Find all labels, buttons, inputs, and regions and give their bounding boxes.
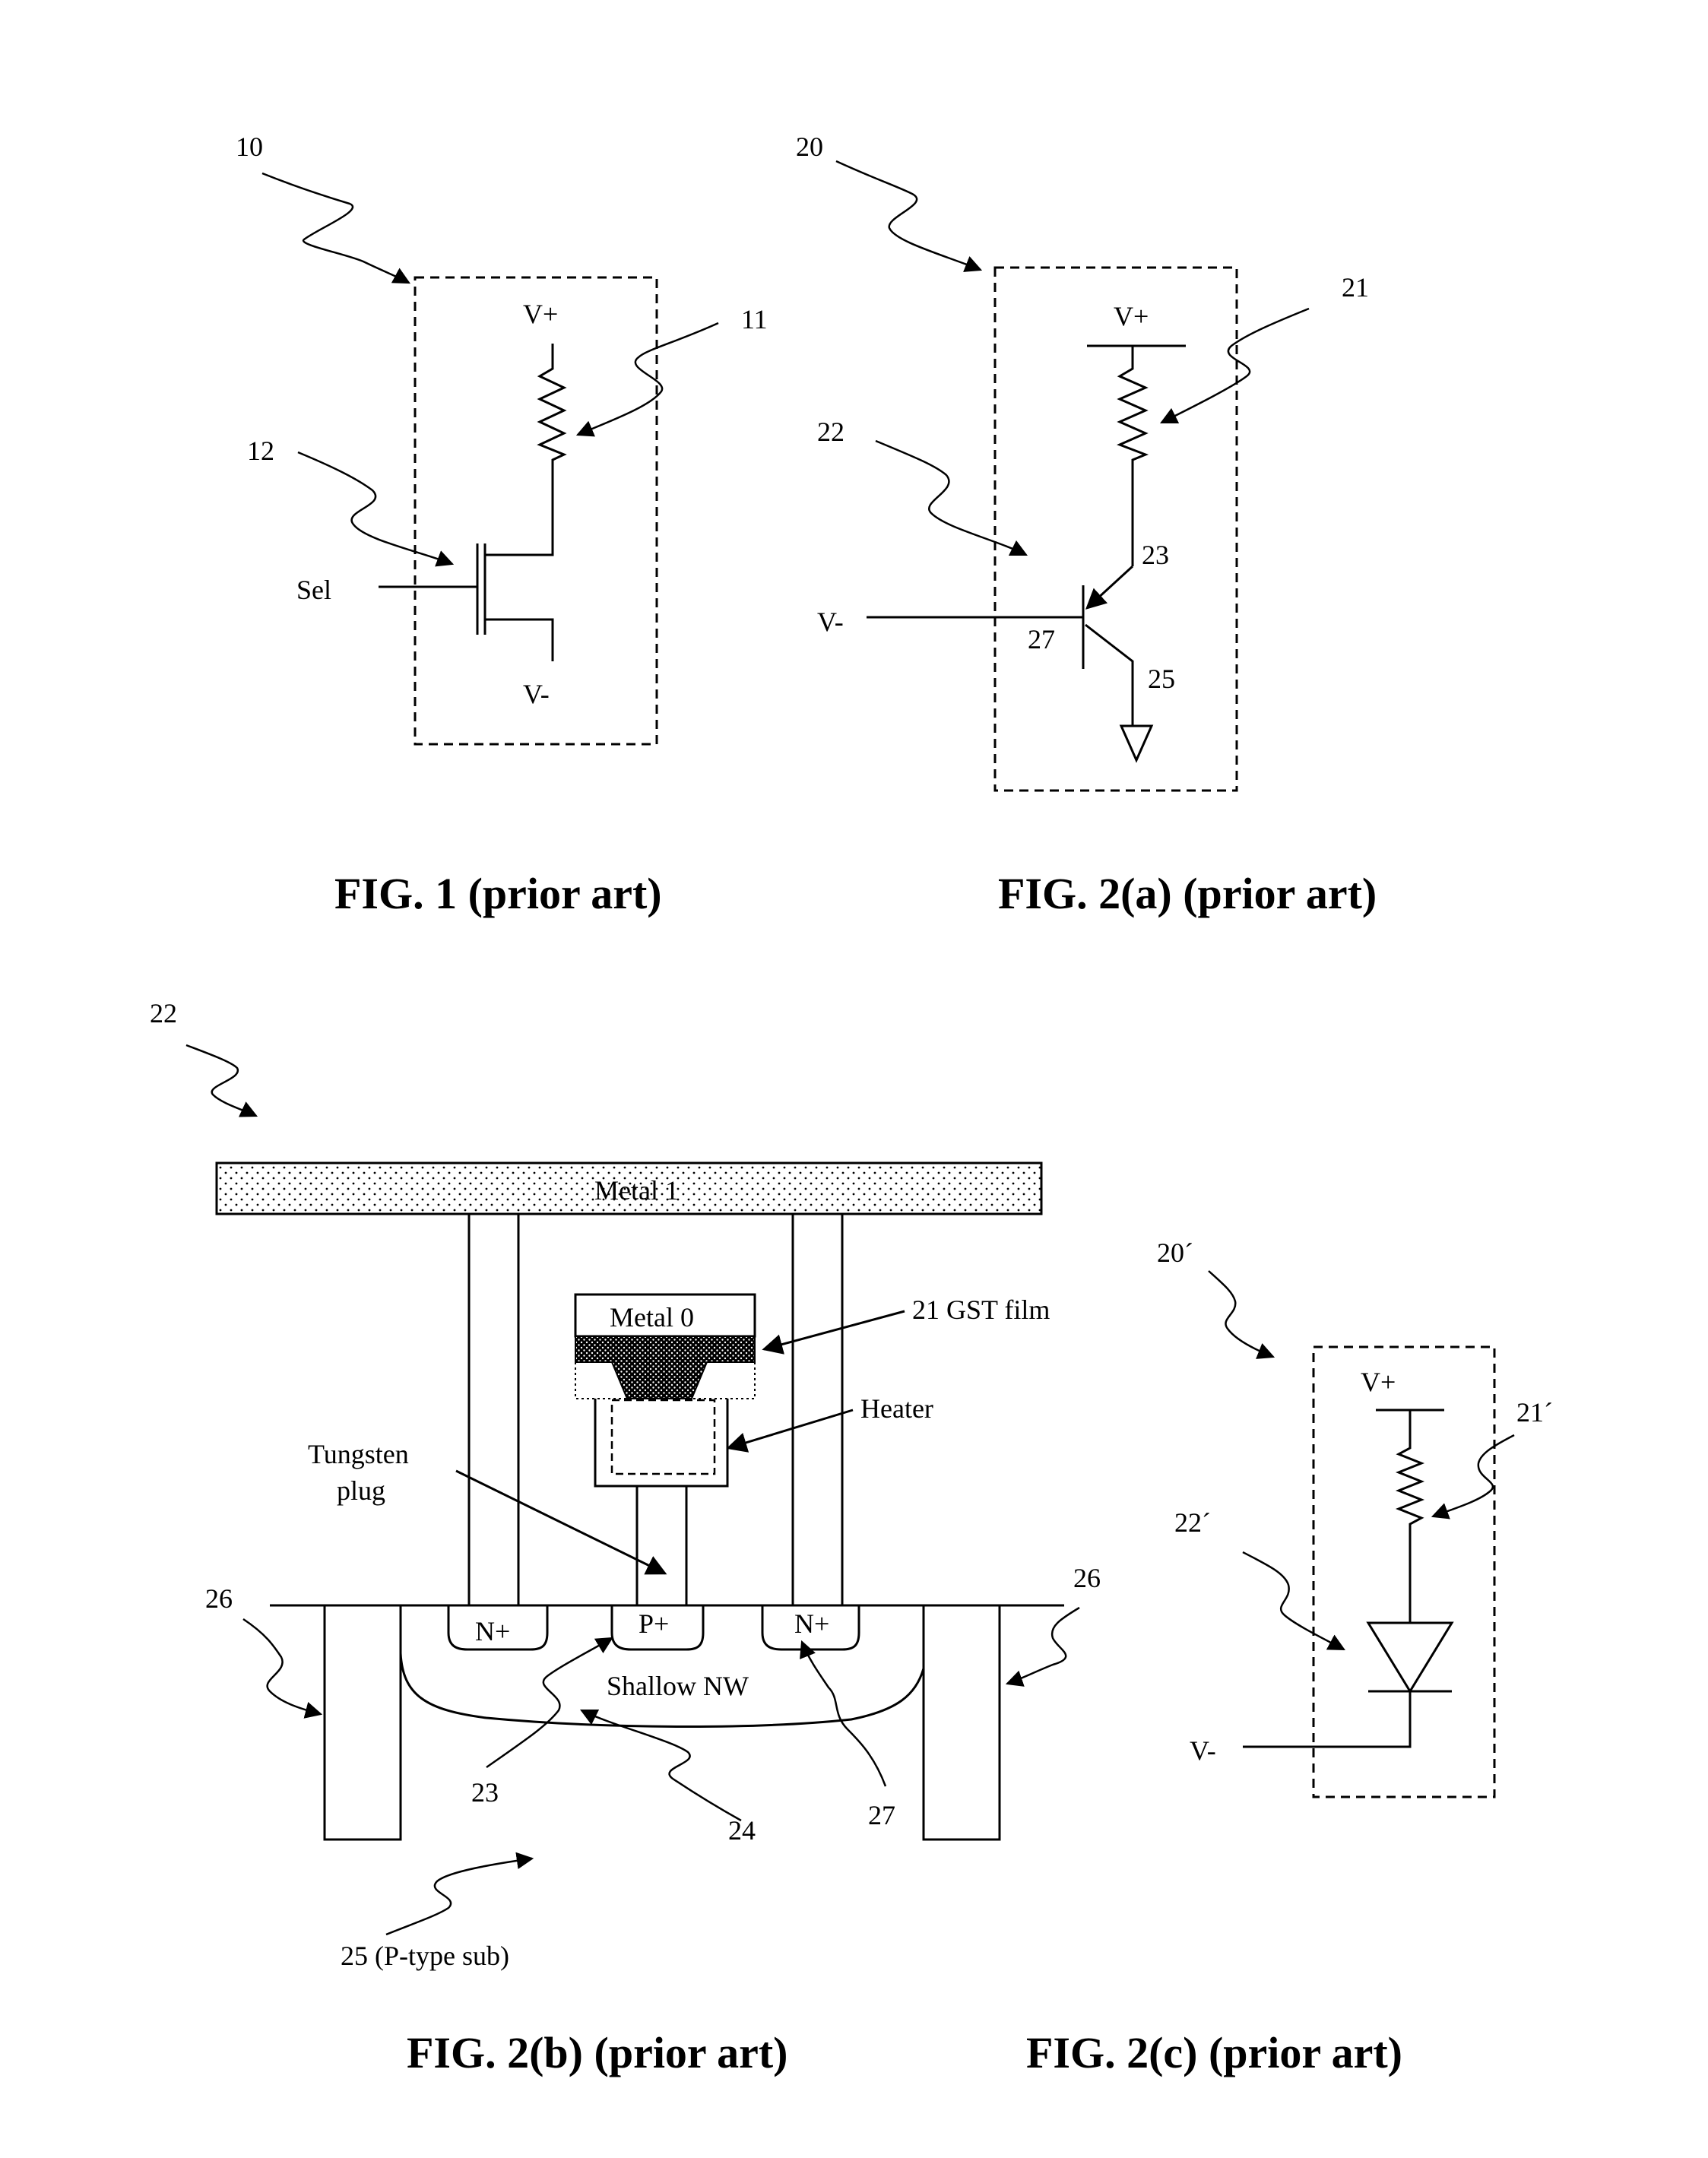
fig2c-ref-leader (1209, 1271, 1273, 1357)
sti-right-ref: 26 (1073, 1563, 1101, 1593)
fig2b-ref-leader (186, 1045, 256, 1116)
fig1-resistor-ref: 11 (741, 304, 768, 334)
fig2a-emitter-ref: 23 (1142, 540, 1169, 570)
fig2c-vminus-line (1243, 1691, 1410, 1747)
fig1-ref: 10 (236, 132, 263, 162)
heater-element (612, 1400, 715, 1474)
fig1-resistor-ref-leader (578, 323, 718, 435)
sti-right-leader (1007, 1608, 1079, 1684)
fig2c-diode-ref: 22´ (1174, 1507, 1211, 1538)
fig2a-ground-symbol (1121, 726, 1152, 760)
fig2a-collector-ref: 25 (1148, 664, 1175, 694)
fig2a-base-ref: 27 (1028, 624, 1055, 654)
gst-label: 21 GST film (912, 1294, 1050, 1325)
fig1-transistor-ref-leader (298, 452, 452, 564)
fig1-vminus: V- (523, 679, 550, 709)
gst-film (575, 1336, 755, 1399)
fig2c-cell-boundary (1313, 1347, 1494, 1797)
fig2a-bjt-ref: 22 (817, 417, 844, 447)
nplus-ref: 27 (868, 1800, 895, 1830)
fig2c-resistor (1399, 1410, 1421, 1623)
fig2b: 22 Metal 1 Metal 0 21 GST film Heater Tu… (150, 998, 1101, 2077)
substrate-leader (386, 1859, 532, 1935)
fig2a-ref-leader (836, 161, 981, 270)
well-label: Shallow NW (607, 1671, 749, 1701)
fig2c-resistor-ref: 21´ (1516, 1397, 1553, 1428)
left-contact (469, 1214, 518, 1605)
fig2c-diode-ref-leader (1243, 1552, 1344, 1649)
fig2a-emitter-arrow (1087, 566, 1133, 608)
fig2a-collector (1085, 625, 1133, 726)
fig2c-diode-triangle (1368, 1623, 1452, 1691)
metal0-label: Metal 0 (610, 1302, 694, 1333)
fig1-vplus: V+ (523, 299, 558, 329)
well-ref: 24 (728, 1815, 756, 1846)
fig2a-resistor-ref: 21 (1342, 272, 1369, 303)
right-contact (793, 1214, 842, 1605)
fig2a-vminus: V- (817, 607, 844, 637)
fig2a-caption: FIG. 2(a) (prior art) (998, 869, 1377, 918)
sti-left-ref: 26 (205, 1583, 233, 1614)
fig1-transistor-ref: 12 (247, 436, 274, 466)
fig2a-vplus: V+ (1114, 301, 1149, 331)
fig2c-vplus: V+ (1361, 1367, 1396, 1397)
fig2a-bjt-ref-leader (876, 441, 1026, 555)
fig2c-ref: 20´ (1157, 1237, 1193, 1268)
fig1: 10 V+ 11 12 Sel V- FIG. 1 (prior art) (236, 132, 768, 918)
tungsten-label-line2: plug (337, 1475, 385, 1506)
fig1-sel: Sel (296, 575, 331, 605)
fig2a-ref: 20 (796, 132, 823, 162)
sti-left-leader (243, 1619, 321, 1714)
fig1-source (485, 620, 553, 661)
fig1-resistor (508, 344, 564, 555)
pplus-label: P+ (639, 1608, 669, 1639)
pplus-ref-leader (486, 1638, 612, 1767)
nplus-left-label: N+ (475, 1616, 510, 1646)
fig2c-vminus: V- (1190, 1735, 1216, 1766)
fig2c: 20´ V+ 21´ 22´ V- FIG. 2(c) (prior art) (1026, 1237, 1553, 2077)
sti-left (325, 1605, 401, 1840)
pplus-ref: 23 (471, 1777, 499, 1808)
fig2b-caption: FIG. 2(b) (prior art) (407, 2028, 788, 2077)
fig1-caption: FIG. 1 (prior art) (334, 869, 662, 918)
fig2a: 20 V+ 21 22 23 V- 27 25 FIG. 2(a) (prior… (796, 132, 1377, 918)
sti-right (924, 1605, 1000, 1840)
fig1-ref-leader (262, 173, 409, 283)
fig2a-resistor (1120, 346, 1146, 566)
metal1-label: Metal 1 (594, 1175, 679, 1206)
fig2a-resistor-ref-leader (1161, 309, 1309, 423)
nplus-right-label: N+ (794, 1608, 829, 1639)
fig2c-caption: FIG. 2(c) (prior art) (1026, 2028, 1402, 2077)
fig2c-resistor-ref-leader (1433, 1435, 1514, 1516)
fig1-cell-boundary (415, 277, 657, 744)
substrate-label: 25 (P-type sub) (341, 1941, 509, 1971)
heater-label: Heater (860, 1393, 933, 1424)
fig2b-ref: 22 (150, 998, 177, 1028)
tungsten-label-line1: Tungsten (308, 1439, 409, 1469)
